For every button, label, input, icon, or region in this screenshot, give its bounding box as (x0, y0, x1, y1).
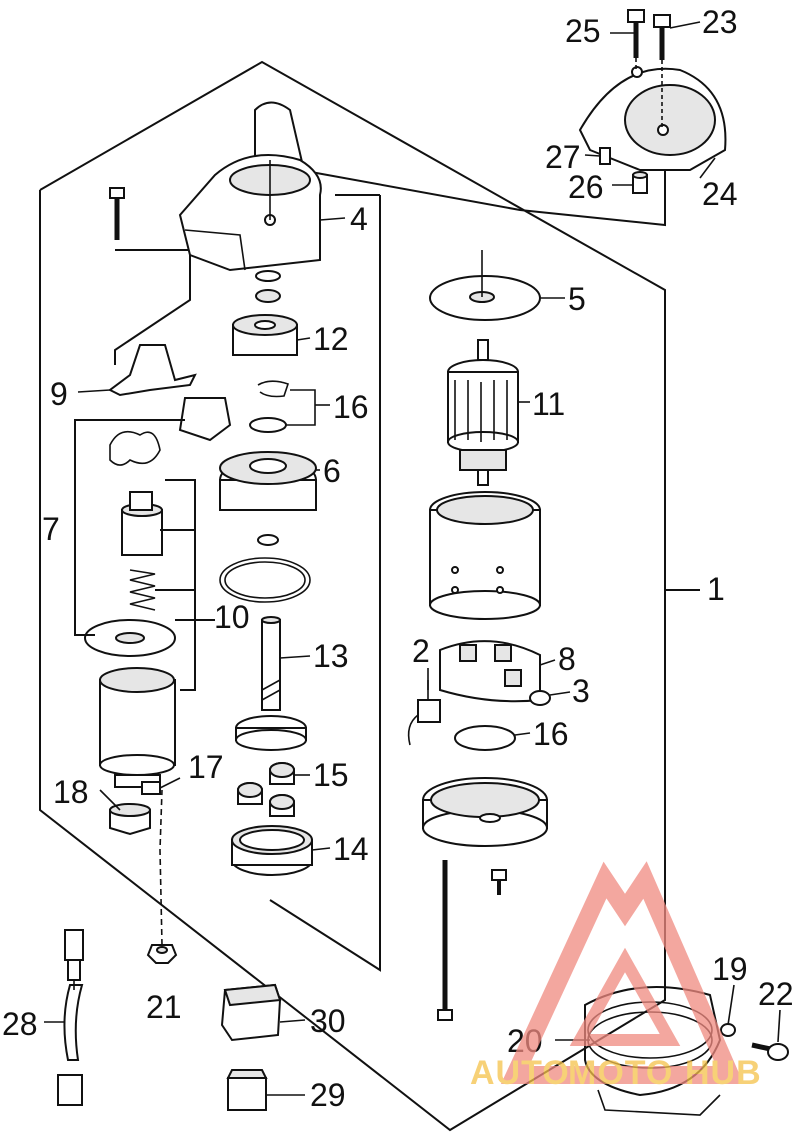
callout-14: 14 (333, 831, 369, 867)
callout-2: 2 (412, 633, 430, 669)
internal-ring-gear (231, 825, 313, 876)
drive-shaft (235, 616, 307, 751)
group-brackets (74, 419, 215, 691)
callout-4: 4 (350, 201, 368, 237)
yoke-housing (429, 491, 541, 620)
strap-nut (720, 1023, 736, 1037)
washer-stack (255, 270, 281, 303)
bearing-retainer (219, 451, 317, 511)
thrust-washer-lower (454, 725, 516, 751)
brush-lead (407, 680, 441, 746)
callout-numbers: 1 2 3 4 5 6 7 8 9 10 11 12 13 14 15 16 1… (2, 4, 794, 1113)
dowel-pin (599, 147, 611, 165)
brush-nut (529, 690, 551, 706)
solenoid-body (99, 667, 176, 788)
wiring-lead (57, 929, 84, 1106)
callout-24: 24 (702, 176, 738, 212)
shift-lever (108, 344, 197, 397)
callout-8: 8 (558, 641, 576, 677)
watermark-text-auto: AUTO (470, 1054, 570, 1092)
watermark-logo: AUTO MOTO HUB (470, 861, 762, 1092)
front-housing (178, 101, 322, 272)
callout-6: 6 (323, 453, 341, 489)
terminal-stud (141, 777, 181, 795)
mounting-bracket (578, 66, 727, 171)
callout-13: 13 (313, 638, 349, 674)
callout-9: 9 (50, 376, 68, 412)
collar (632, 171, 648, 194)
small-relay (226, 1069, 268, 1111)
callout-5: 5 (568, 281, 586, 317)
callout-29: 29 (310, 1077, 346, 1113)
boot-clip (109, 803, 151, 836)
callout-30: 30 (310, 1003, 346, 1039)
watermark-triangle-icon (500, 861, 744, 1084)
plunger (121, 491, 163, 556)
solenoid-gasket (84, 619, 176, 657)
strap-bolt (751, 1042, 789, 1061)
solenoid-contact (109, 397, 232, 466)
callout-28: 28 (2, 1006, 38, 1042)
circlip-and-washer-upper (249, 380, 290, 433)
starter-relay (220, 983, 282, 1042)
watermark-text-hub: HUB (685, 1054, 762, 1092)
bracket-bolt-left (627, 9, 645, 72)
callout-17: 17 (188, 749, 224, 785)
end-plate-washer (429, 250, 541, 321)
gasket-ring (219, 534, 311, 603)
callout-1: 1 (707, 571, 725, 607)
housing-bolt (109, 187, 125, 240)
callout-27: 27 (545, 139, 581, 175)
callout-12: 12 (313, 321, 349, 357)
callout-7: 7 (42, 511, 60, 547)
watermark-inner-triangle-icon (569, 947, 681, 1046)
callout-19: 19 (712, 951, 748, 987)
watermark-text-moto: MOTO (568, 1054, 673, 1092)
brush-holder (439, 640, 541, 703)
terminal-nut (146, 789, 178, 964)
callout-16-lower: 16 (533, 716, 569, 752)
through-bolt (437, 860, 453, 1021)
callout-10: 10 (214, 599, 250, 635)
rear-end-cover (422, 777, 548, 847)
armature (447, 339, 519, 486)
callout-21: 21 (146, 989, 182, 1025)
assembly-frame (39, 60, 700, 1132)
return-spring (129, 569, 156, 611)
callout-25: 25 (565, 13, 601, 49)
leader-lines (44, 21, 781, 1096)
planetary-gears (237, 762, 295, 817)
callout-16-upper: 16 (333, 389, 369, 425)
callout-22: 22 (758, 976, 794, 1012)
callout-26: 26 (568, 169, 604, 205)
bracket-bolt-right (653, 14, 671, 130)
callout-11: 11 (532, 386, 565, 422)
pinion-gear (232, 314, 298, 356)
end-screw (491, 869, 507, 895)
callout-23: 23 (702, 4, 738, 40)
callout-18: 18 (53, 774, 89, 810)
callout-15: 15 (313, 757, 349, 793)
callout-3: 3 (572, 673, 590, 709)
